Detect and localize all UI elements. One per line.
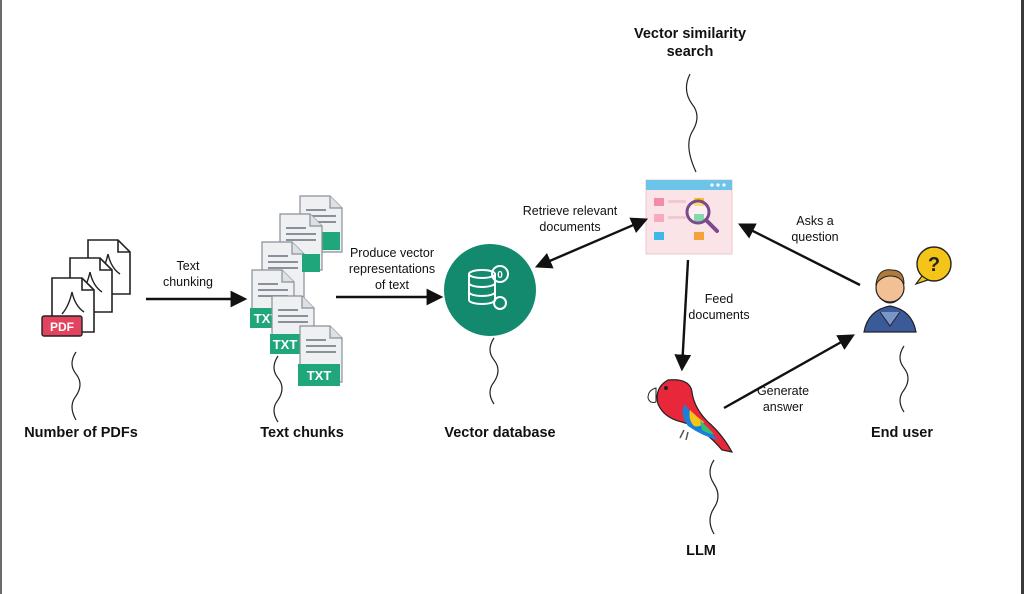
connector-user [899, 345, 909, 413]
question-mark-text: ? [928, 254, 940, 276]
arrows [146, 217, 861, 410]
arrow-llm-to-user [723, 334, 855, 410]
llm-parrot-icon [647, 379, 734, 453]
label-vector-similarity-line2: search [666, 44, 714, 60]
label-vector-database: Vector database [444, 425, 556, 441]
connector-llm [709, 459, 719, 535]
label-llm: LLM [686, 543, 716, 559]
edge-feed-line1: Feed [704, 292, 734, 306]
edge-produce-line2: representations [348, 262, 436, 276]
edge-produce-line1: Produce vector [349, 246, 435, 260]
arrow-db-search [534, 217, 649, 269]
edge-asks-line1: Asks a [796, 214, 834, 228]
txt-badge-2: TXT [273, 337, 298, 352]
label-end-user: End user [870, 425, 934, 441]
vector-database-icon: 0 [444, 244, 536, 336]
label-number-of-pdfs: Number of PDFs [24, 425, 138, 441]
txt-badge-3: TXT [307, 368, 332, 383]
similarity-search-icon [645, 179, 733, 255]
label-connectors [71, 73, 909, 535]
connector-pdfs [71, 351, 81, 421]
connector-db [489, 337, 499, 405]
left-frame-edge [0, 0, 2, 594]
label-text-chunks: Text chunks [260, 425, 344, 441]
edge-produce-line3: of text [374, 278, 410, 292]
edge-feed-line2: documents [688, 308, 750, 322]
edge-generate-line1: Generate [756, 384, 810, 398]
pdf-stack-icon: PDF [41, 239, 131, 337]
connector-chunks [273, 355, 283, 423]
connector-search [685, 73, 698, 173]
end-user-icon: ? [863, 246, 952, 333]
arrow-search-to-llm [674, 259, 692, 372]
arrow-user-to-search [737, 223, 861, 287]
label-vector-similarity-line1: Vector similarity [633, 26, 747, 42]
edge-retrieve-line2: documents [539, 220, 601, 234]
edge-asks-line2: question [791, 230, 839, 244]
right-frame-edge [1021, 0, 1024, 594]
edge-generate-line2: answer [762, 400, 804, 414]
svg-text:0: 0 [497, 270, 503, 281]
text-chunks-icon: TXT TXT TXT [250, 195, 343, 386]
pdf-badge [41, 315, 83, 337]
edge-text-chunking-line1: Text [176, 259, 200, 273]
edge-retrieve-line1: Retrieve relevant [522, 204, 618, 218]
edge-text-chunking-line2: chunking [162, 275, 214, 289]
pdf-badge-text: PDF [50, 320, 74, 334]
